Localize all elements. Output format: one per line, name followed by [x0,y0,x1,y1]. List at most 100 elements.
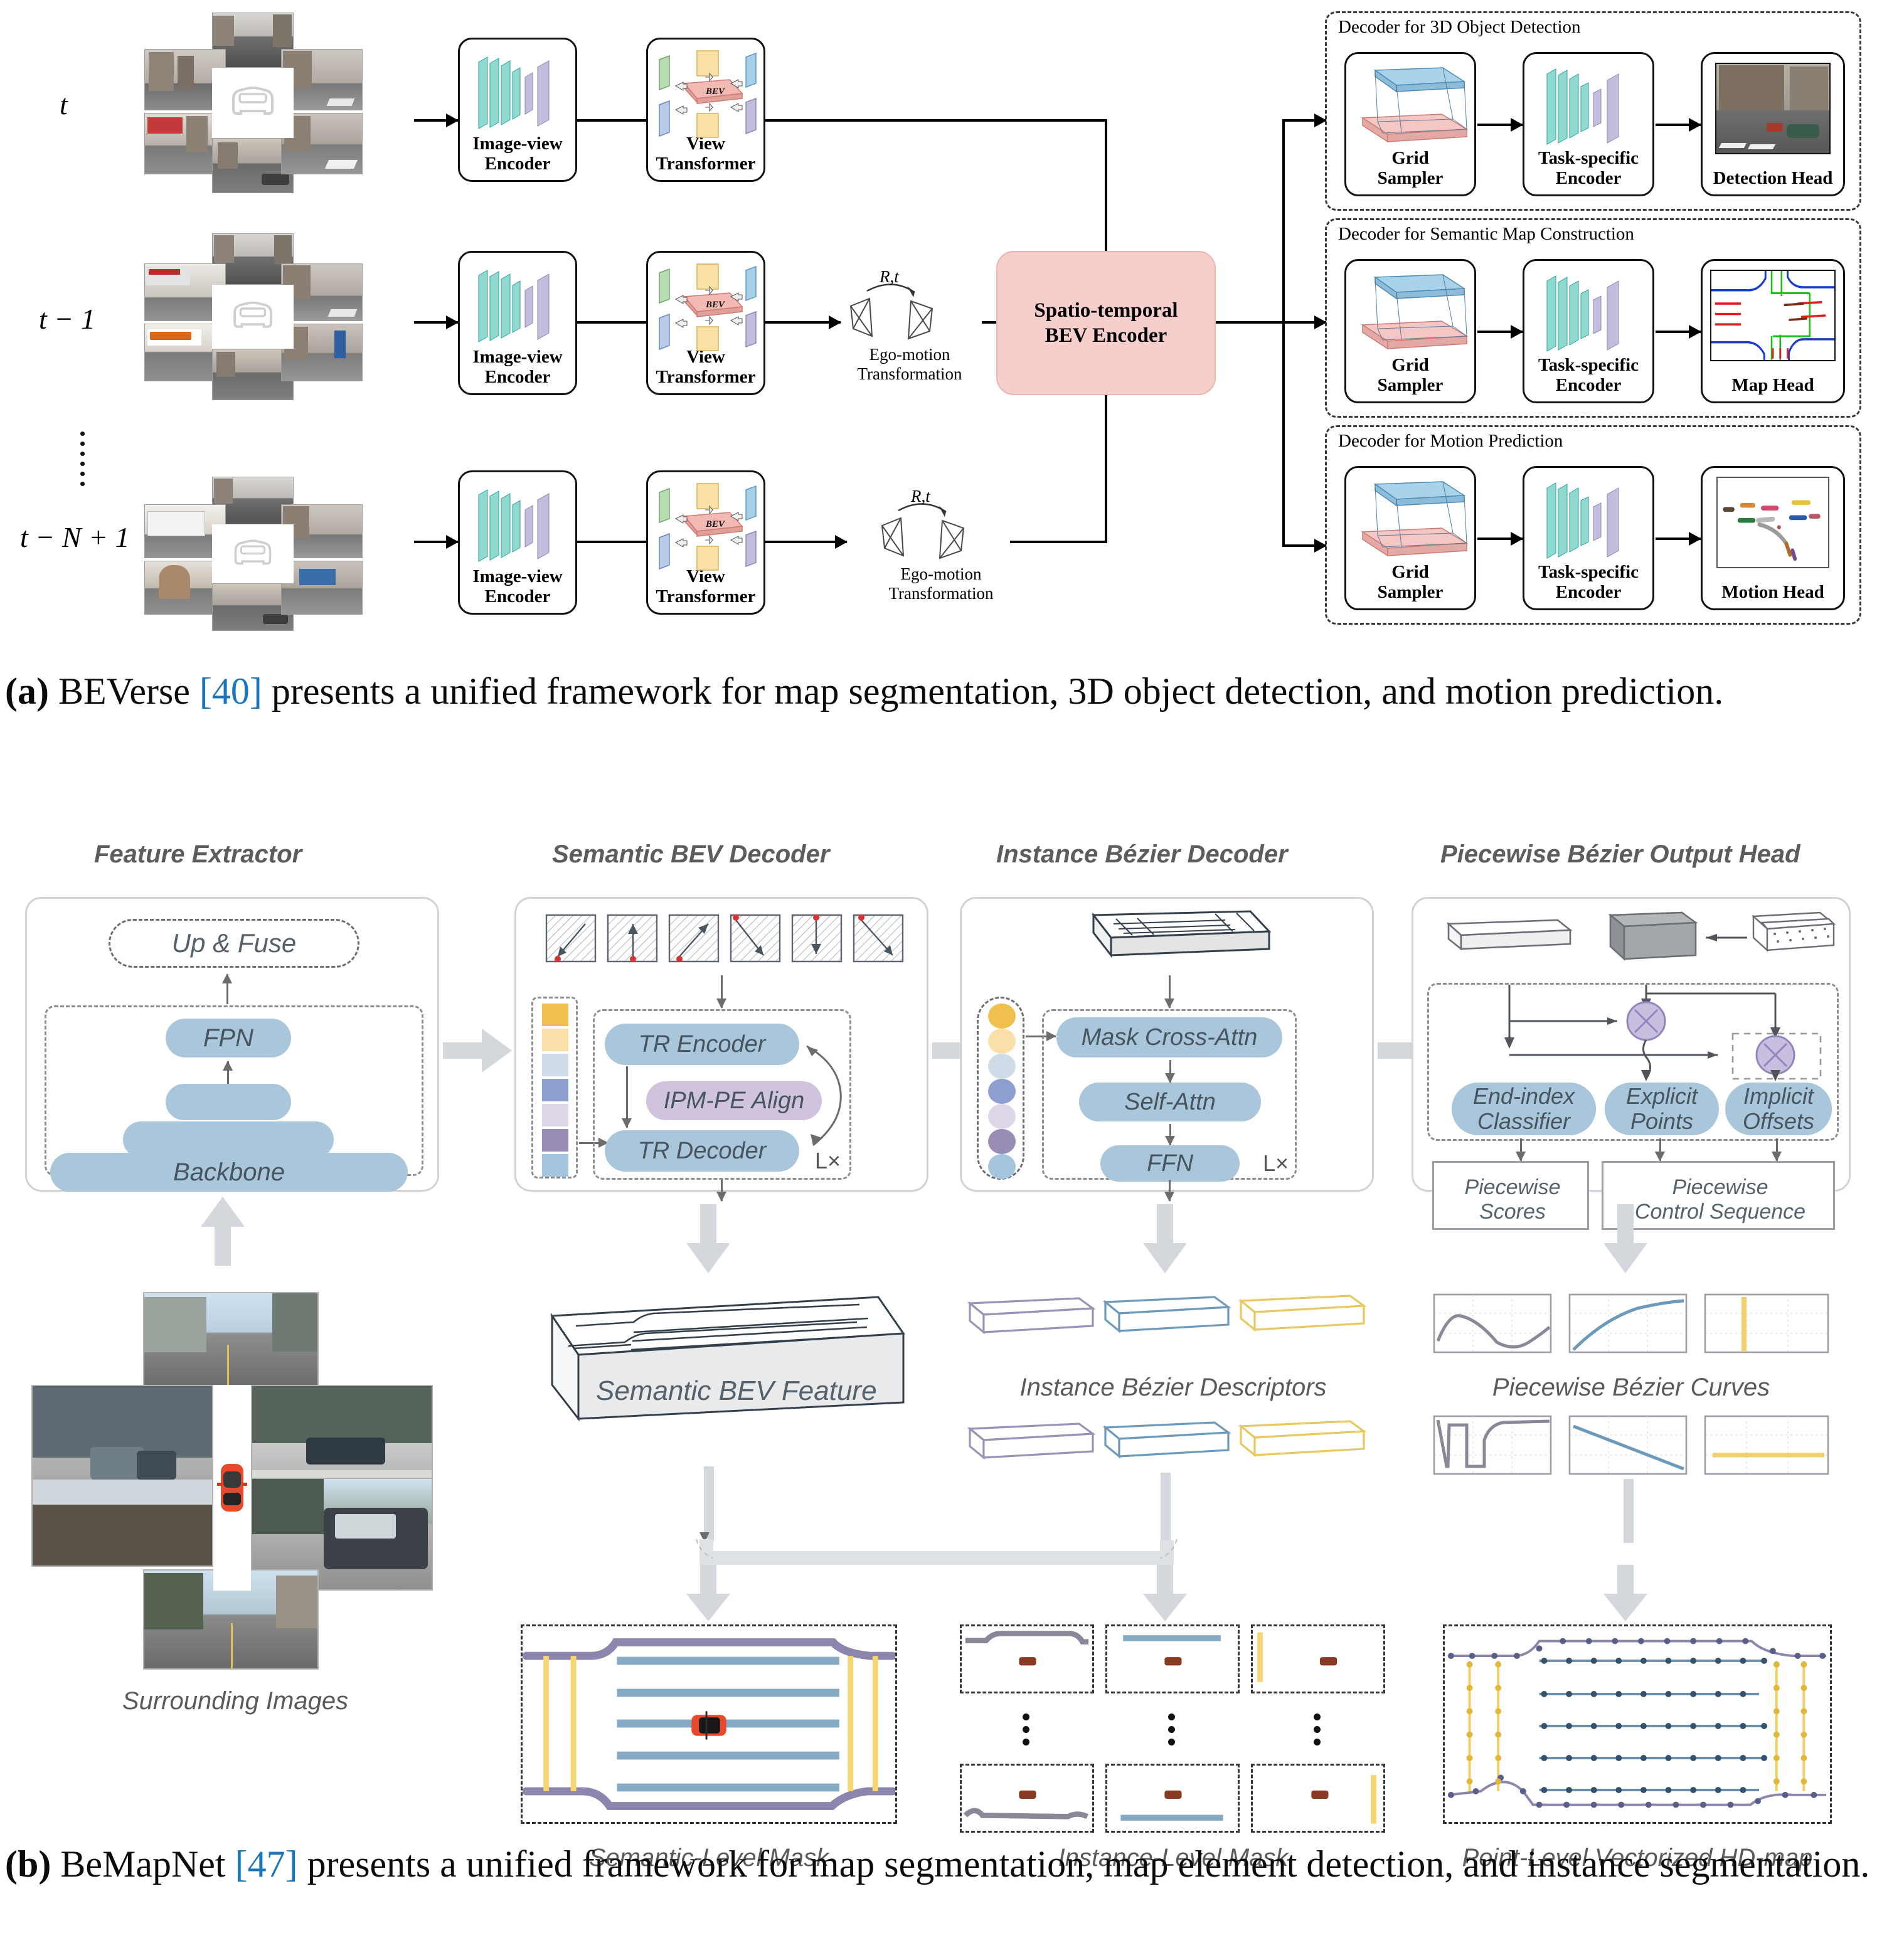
instance-mask-ellipsis-3 [1314,1714,1321,1745]
instance-mask-cell-2 [1105,1624,1240,1693]
semantic-bev-decoder-box: TR Encoder IPM-PE Align TR Decoder L× [514,897,928,1202]
arrow-gs-to-tse-1 [1477,118,1523,132]
semantic-repeat-block: TR Encoder IPM-PE Align TR Decoder L× [593,1009,851,1180]
arrow-queries-to-mask-cross-attn [1026,1031,1056,1041]
decoder-title-motion-prediction: Decoder for Motion Prediction [1338,431,1563,451]
instance-query-4 [988,1079,1016,1104]
arrow-tiles-to-encoder [716,975,726,1009]
arrow-tse-to-head-3 [1656,532,1701,546]
camera-cluster-t-minus-1 [144,233,420,400]
motion-head-block[interactable]: Motion Head [1701,466,1845,610]
ipm-pe-align-pill[interactable]: IPM-PE Align [646,1081,822,1120]
citation-ref-40[interactable]: [40] [199,670,262,712]
svg-text:BEV: BEV [705,519,726,529]
instance-query-6 [988,1129,1016,1154]
ego-car-topdown-icon [217,1461,247,1514]
svg-text:BEV: BEV [705,87,726,97]
encoder-stack-art [460,477,575,568]
ego-vehicle-icon [212,285,294,349]
query-swatch-2 [542,1029,568,1051]
arrow-cam-to-encoder-3 [414,535,459,549]
citation-ref-47[interactable]: [47] [235,1843,298,1885]
piecewise-bezier-curve-row-1 [1433,1293,1829,1353]
map-head-label: Map Head [1731,374,1814,395]
ipm-pe-tiles [545,914,904,963]
query-swatch-7 [542,1154,568,1177]
instance-bezier-decoder-box: Mask Cross-Attn Self-Attn FFN L× [960,897,1374,1202]
mask-cross-attn-pill[interactable]: Mask Cross-Attn [1056,1017,1282,1057]
up-and-fuse-label: Up & Fuse [171,928,297,958]
timestep-label-t-minus-1: t − 1 [39,303,95,335]
arrow-fpn-to-upfuse [222,973,232,1004]
fatarrow-instance-to-descriptors [1143,1204,1187,1276]
label-surrounding-images: Surrounding Images [122,1687,349,1715]
arrow-explicit-to-sequence [1655,1138,1665,1162]
arrow-instance-out [1164,1180,1174,1202]
arrow-gs-to-tse-3 [1477,532,1523,546]
query-swatch-1 [542,1004,568,1026]
fatarrow-to-hdmap [1603,1565,1647,1624]
detection-head-block[interactable]: Detection Head [1701,52,1845,196]
tr-decoder-pill[interactable]: TR Decoder [605,1130,799,1172]
decoder-group-motion-prediction: Decoder for Motion Prediction [1325,425,1861,625]
tr-encoder-pill[interactable]: TR Encoder [605,1024,799,1065]
decoder-title-semantic-map-construction: Decoder for Semantic Map Construction [1338,224,1634,244]
arrow-stage-to-fpn [223,1061,233,1086]
arrow-semantic-out [716,1180,726,1202]
self-attn-pill[interactable]: Self-Attn [1079,1083,1261,1121]
up-and-fuse-pill[interactable]: Up & Fuse [109,919,359,968]
instance-repeat-block: Mask Cross-Attn Self-Attn FFN L× [1042,1009,1297,1182]
instance-query-5 [988,1104,1016,1129]
line-egomotion3-right [1010,541,1106,543]
fpn-pill[interactable]: FPN [166,1019,291,1057]
fatarrow-to-instance-mask [1143,1565,1187,1624]
ipm-loop-arrow [806,1045,842,1147]
ego-car-marker [691,1711,726,1740]
fatarrow-semantic-to-bevfeature [686,1204,730,1276]
map-head-block[interactable]: Map Head [1701,259,1845,403]
fatarrow-to-semantic-mask [686,1565,730,1624]
query-embedding-group [531,997,578,1179]
arrow-bus-to-decoder-3 [1282,539,1327,553]
camera-cluster-t-minus-n-plus-1 [144,477,420,631]
encoder-stack-art [1524,266,1652,356]
bev-projection-art: BEV [648,477,763,571]
backbone-pill[interactable]: Backbone [50,1153,408,1192]
arrow-gs-to-tse-2 [1477,325,1523,339]
grid-sampler-art [1346,266,1474,356]
fatarrow-extractor-to-semantic [443,1029,512,1076]
line-enc-to-vt-3 [577,541,646,543]
ffn-pill[interactable]: FFN [1100,1145,1240,1182]
arrow-vt2-to-egomotion [765,315,841,329]
arrow-vt3-to-egomotion [765,535,848,549]
